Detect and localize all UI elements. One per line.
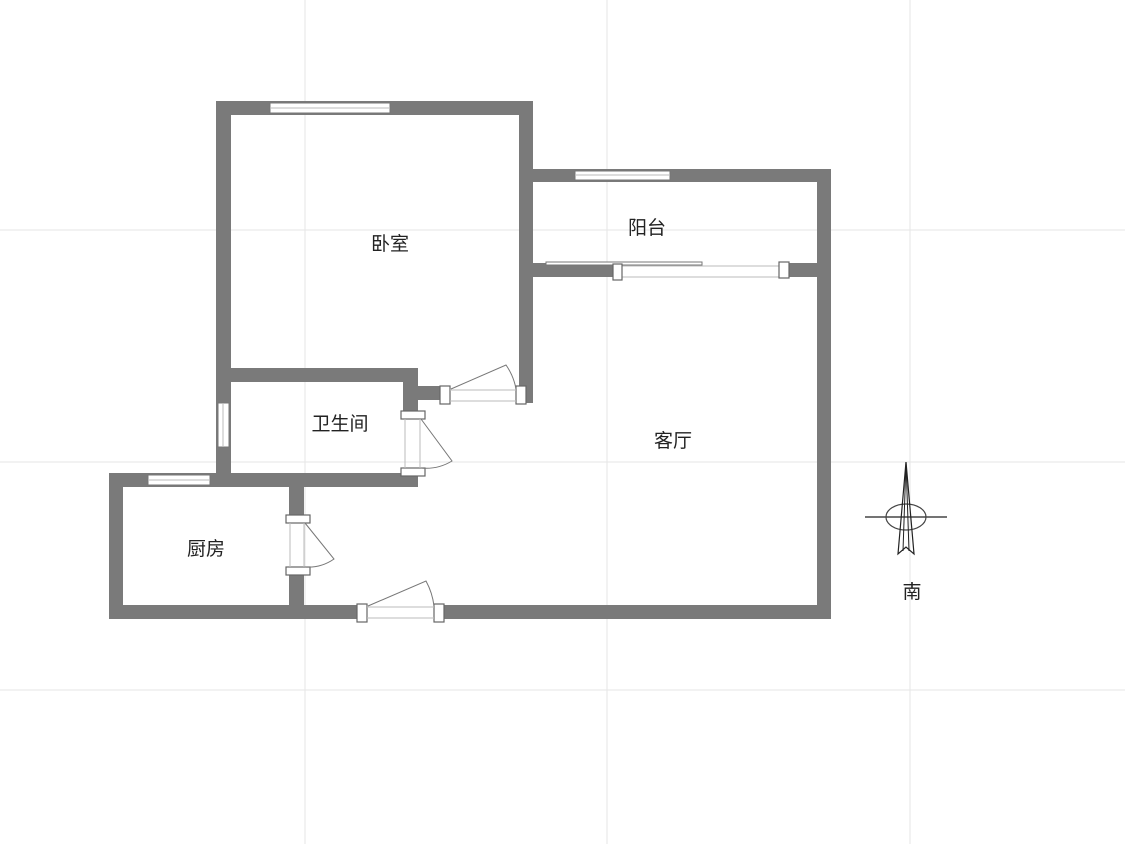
compass-label: 南 — [902, 581, 921, 603]
room-label-balcony: 阳台 — [628, 217, 666, 239]
sliding-door — [545, 261, 703, 266]
doors — [285, 261, 790, 623]
north-arrow-icon: 南 — [865, 461, 947, 603]
room-labels: 卧室 阳台 卫生间 客厅 厨房 — [187, 217, 692, 560]
windows — [147, 102, 671, 486]
room-label-kitchen: 厨房 — [187, 538, 225, 560]
room-label-living-room: 客厅 — [654, 430, 692, 452]
room-label-bathroom: 卫生间 — [311, 413, 368, 435]
room-label-bedroom: 卧室 — [371, 233, 409, 255]
